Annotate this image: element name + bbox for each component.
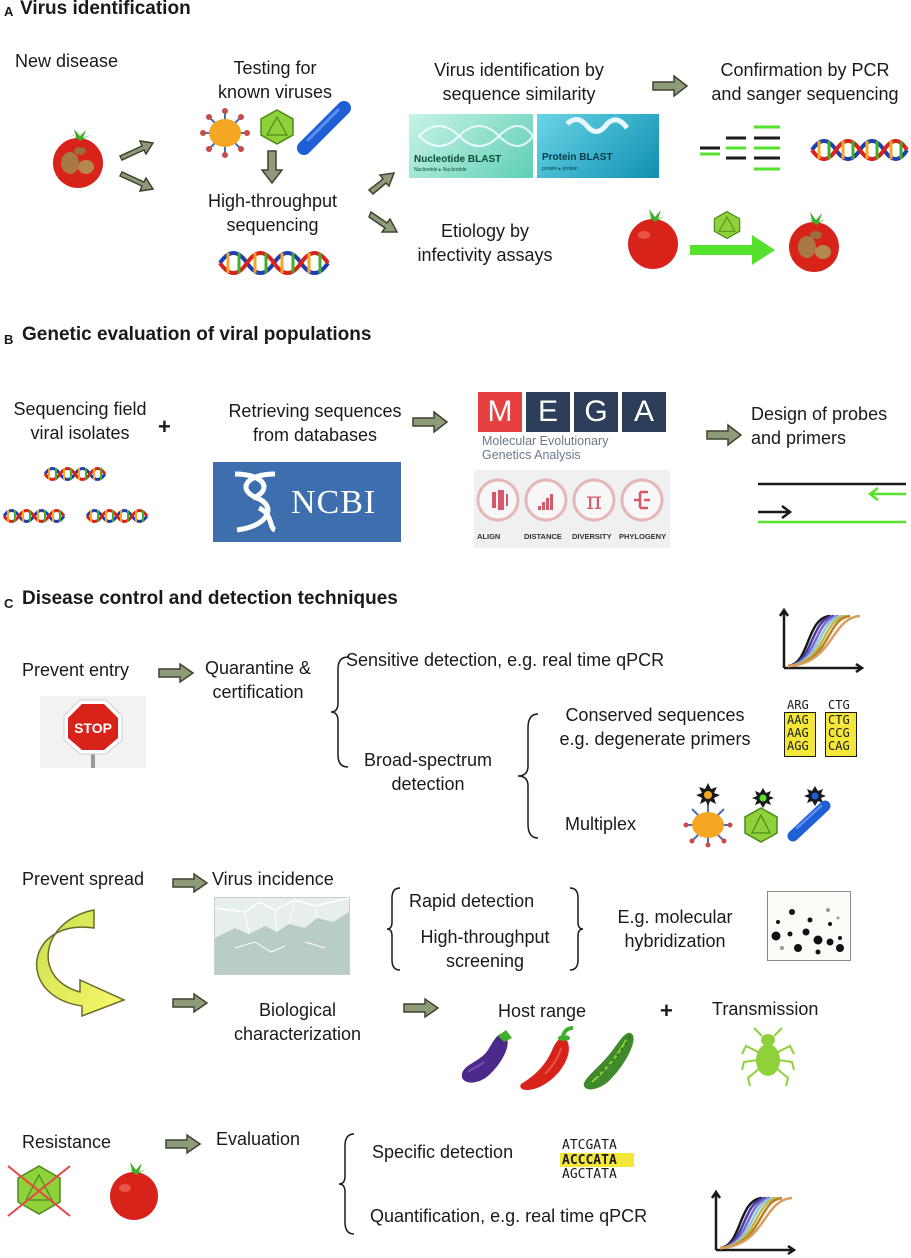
plus-sign: + <box>660 998 673 1023</box>
arrow-icon <box>367 210 401 236</box>
panel-b-title: Genetic evaluation of viral populations <box>22 324 372 345</box>
arrow-icon <box>118 170 156 194</box>
transmission-label: Transmission <box>712 999 819 1019</box>
dot-blot-icon <box>767 891 851 961</box>
icosahedral-virus-icon <box>258 108 296 146</box>
panel-a-title: Virus identification <box>20 0 191 19</box>
svg-text:π: π <box>586 487 602 515</box>
dna-helix-icon <box>43 463 107 485</box>
multiplex-label: Multiplex <box>565 814 637 834</box>
bracket-icon <box>516 712 540 840</box>
ncbi-text: NCBI <box>291 484 377 521</box>
labeled-icosahedral-virus-icon <box>743 788 779 844</box>
svg-text:STOP: STOP <box>74 720 112 736</box>
labeled-spiky-virus-icon <box>680 783 736 848</box>
prevent-entry-label: Prevent entry <box>22 660 130 680</box>
arrow-right-icon <box>412 410 449 434</box>
arrow-right-icon <box>165 1133 202 1155</box>
nucleotide-blast-card: Nucleotide BLAST Nucleotide ▸ Nucleotide <box>409 114 534 178</box>
resistance-label: Resistance <box>22 1132 112 1152</box>
sequence-alignment-icon: ATCGATA ACCCATA AGCTATA <box>560 1137 640 1183</box>
bracket-icon <box>338 1132 356 1236</box>
qpcr-curves-icon <box>710 1189 797 1256</box>
tomato-icon <box>624 207 682 269</box>
diseased-tomato-icon <box>785 210 843 272</box>
arrow-right-icon <box>652 74 689 98</box>
arrow-right-icon <box>403 997 440 1019</box>
quarantine-label: Quarantine &certification <box>204 658 312 702</box>
panel-a-letter: A <box>4 4 14 19</box>
arrow-icon <box>367 170 397 196</box>
plus-sign: + <box>158 414 171 439</box>
mega-tools-panel: π ALIGN DISTANCE DIVERSITY PHYLOGENY <box>474 470 670 548</box>
pepper-icon <box>515 1026 577 1094</box>
sensitive-detection-label: Sensitive detection, e.g. real time qPCR <box>346 650 665 670</box>
map-icon <box>214 897 350 975</box>
nucleotide-blast-label: Nucleotide BLAST <box>414 154 502 165</box>
pcr-fragments-icon <box>700 124 780 174</box>
protein-blast-label: Protein BLAST <box>542 152 613 163</box>
panel-b-letter: B <box>4 332 14 347</box>
arrow-right-icon <box>172 992 209 1014</box>
panel-c-title: Disease control and detection techniques <box>22 588 398 609</box>
rod-virus-icon <box>296 100 352 156</box>
aphid-icon <box>740 1027 796 1088</box>
primers-diagram-icon <box>758 480 906 524</box>
evaluation-label: Evaluation <box>216 1129 301 1149</box>
new-disease-label: New disease <box>15 51 119 71</box>
cucumber-icon <box>580 1030 640 1092</box>
bracket-icon <box>386 886 402 972</box>
dna-helix-icon <box>85 505 149 527</box>
virus-incidence-label: Virus incidence <box>212 869 334 889</box>
arrow-icon <box>118 138 156 162</box>
spiky-virus-icon <box>200 108 250 158</box>
prevent-spread-label: Prevent spread <box>22 869 145 889</box>
bracket-icon <box>568 886 584 972</box>
tomato-icon <box>105 1160 163 1220</box>
panel-c-letter: C <box>4 596 14 611</box>
qpcr-curves-icon <box>778 607 865 674</box>
arrow-right-icon <box>172 872 209 894</box>
diseased-tomato-icon <box>50 127 106 189</box>
dna-helix-icon <box>2 505 66 527</box>
quantification-label: Quantification, e.g. real time qPCR <box>370 1206 648 1226</box>
blocked-virus-icon <box>6 1162 72 1220</box>
green-arrow-icon <box>690 235 776 265</box>
icosahedral-virus-icon <box>712 210 742 240</box>
stop-sign-icon: STOP <box>40 696 146 768</box>
degenerate-primers-icon: ARG CTG AAG CTG AAG CCG AGG CAG <box>781 699 861 761</box>
curved-arrow-icon <box>32 908 128 1018</box>
eggplant-icon <box>458 1028 514 1086</box>
arrow-right-icon <box>158 662 195 684</box>
dna-helix-icon <box>218 243 330 283</box>
bracket-icon <box>330 655 350 769</box>
protein-blast-card: Protein BLAST protein ▸ protein <box>537 114 659 178</box>
ncbi-logo: NCBI <box>213 462 401 542</box>
host-range-label: Host range <box>498 1001 587 1021</box>
dna-helix-icon <box>810 132 909 168</box>
arrow-down-icon <box>260 150 284 185</box>
arrow-right-icon <box>706 423 743 447</box>
rapid-detection-label: Rapid detection <box>409 891 535 911</box>
specific-detection-label: Specific detection <box>372 1142 514 1162</box>
labeled-rod-virus-icon <box>785 786 835 842</box>
